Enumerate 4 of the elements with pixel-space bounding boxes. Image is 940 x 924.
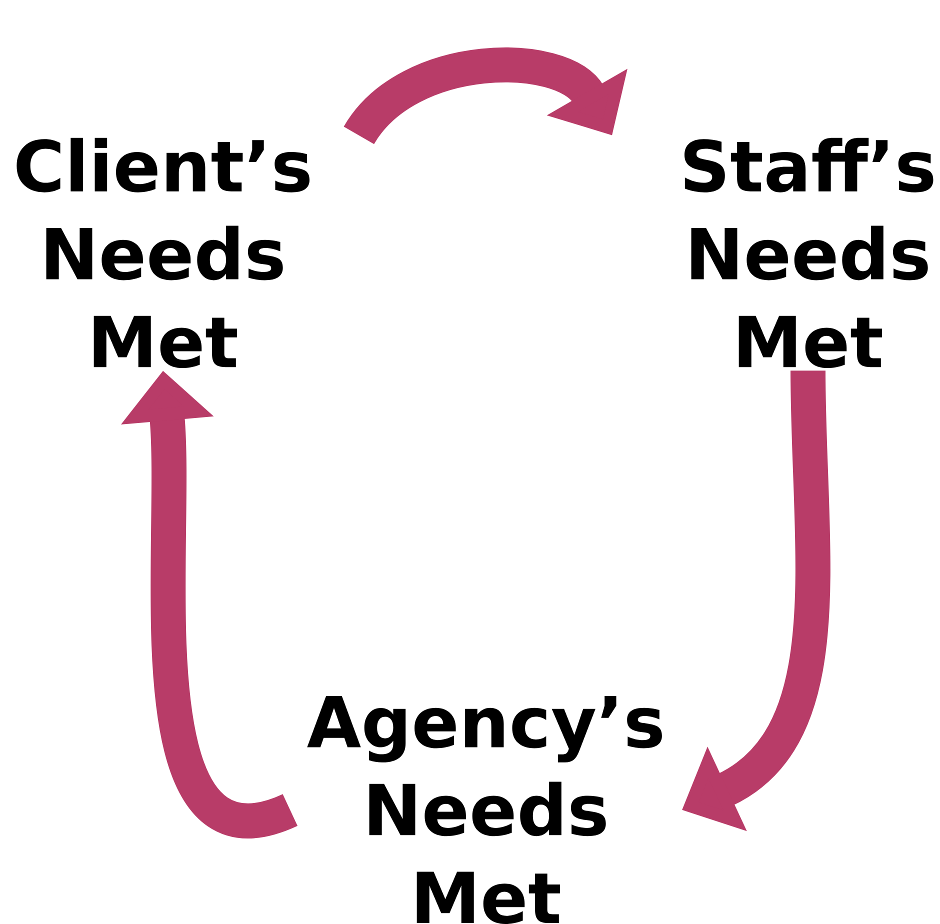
label-text: Client’s Needs Met xyxy=(16,138,310,368)
label-text: Staff’s Needs Met xyxy=(684,138,934,368)
curved-arrow xyxy=(344,47,628,146)
label-text: Agency’s Needs Met xyxy=(307,696,662,924)
